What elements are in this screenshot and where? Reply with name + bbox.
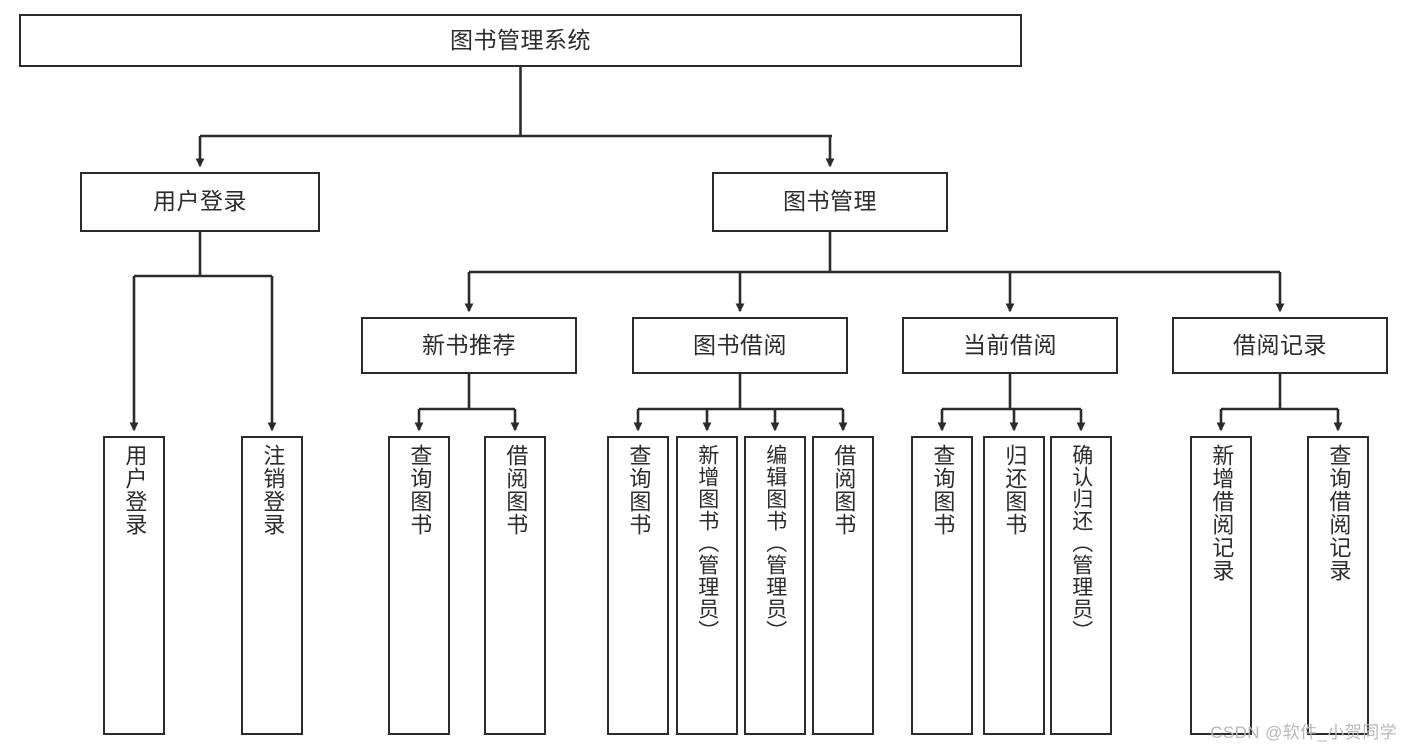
node-book-borrow-label: 图书借阅	[693, 331, 787, 358]
leaf-return-book[interactable]: 归还图书	[983, 436, 1045, 735]
node-current-borrow-label: 当前借阅	[963, 331, 1057, 358]
leaf-user-login[interactable]: 用户登录	[103, 436, 165, 735]
node-user-login[interactable]: 用户登录	[80, 172, 320, 232]
leaf-add-book-admin-label: 新增图书（管理员）	[695, 444, 719, 642]
leaf-lend-book[interactable]: 借阅图书	[812, 436, 874, 735]
leaf-query-book-current-label: 查询图书	[930, 444, 956, 536]
leaf-query-book-borrow-label: 查询图书	[626, 444, 652, 536]
node-borrow-record[interactable]: 借阅记录	[1172, 317, 1388, 374]
leaf-confirm-return-admin-label: 确认归还（管理员）	[1069, 444, 1093, 642]
leaf-edit-book-admin-label: 编辑图书（管理员）	[763, 444, 787, 642]
leaf-add-borrow-record[interactable]: 新增借阅记录	[1190, 436, 1252, 735]
leaf-query-book-current[interactable]: 查询图书	[911, 436, 973, 735]
node-book-management[interactable]: 图书管理	[712, 172, 948, 232]
leaf-return-book-label: 归还图书	[1002, 444, 1028, 536]
node-new-book-recommend[interactable]: 新书推荐	[361, 317, 577, 374]
leaf-confirm-return-admin[interactable]: 确认归还（管理员）	[1050, 436, 1112, 735]
leaf-query-borrow-record-label: 查询借阅记录	[1326, 444, 1352, 582]
node-current-borrow[interactable]: 当前借阅	[902, 317, 1118, 374]
leaf-logout[interactable]: 注销登录	[241, 436, 303, 735]
leaf-lend-book-label: 借阅图书	[831, 444, 857, 536]
leaf-borrow-book-newbook-label: 借阅图书	[503, 444, 529, 536]
leaf-borrow-book-newbook[interactable]: 借阅图书	[484, 436, 546, 735]
leaf-query-borrow-record[interactable]: 查询借阅记录	[1307, 436, 1369, 735]
leaf-query-book-newbook-label: 查询图书	[407, 444, 433, 536]
node-root[interactable]: 图书管理系统	[19, 14, 1022, 67]
leaf-logout-label: 注销登录	[260, 444, 286, 536]
node-new-book-recommend-label: 新书推荐	[422, 331, 516, 358]
leaf-edit-book-admin[interactable]: 编辑图书（管理员）	[744, 436, 806, 735]
node-borrow-record-label: 借阅记录	[1233, 331, 1327, 358]
node-book-borrow[interactable]: 图书借阅	[632, 317, 848, 374]
node-book-management-label: 图书管理	[783, 188, 877, 215]
leaf-add-borrow-record-label: 新增借阅记录	[1209, 444, 1235, 582]
leaf-query-book-newbook[interactable]: 查询图书	[388, 436, 450, 735]
leaf-query-book-borrow[interactable]: 查询图书	[607, 436, 669, 735]
node-user-login-label: 用户登录	[153, 188, 247, 215]
leaf-user-login-label: 用户登录	[122, 444, 148, 536]
leaf-add-book-admin[interactable]: 新增图书（管理员）	[676, 436, 738, 735]
node-root-label: 图书管理系统	[450, 26, 591, 53]
